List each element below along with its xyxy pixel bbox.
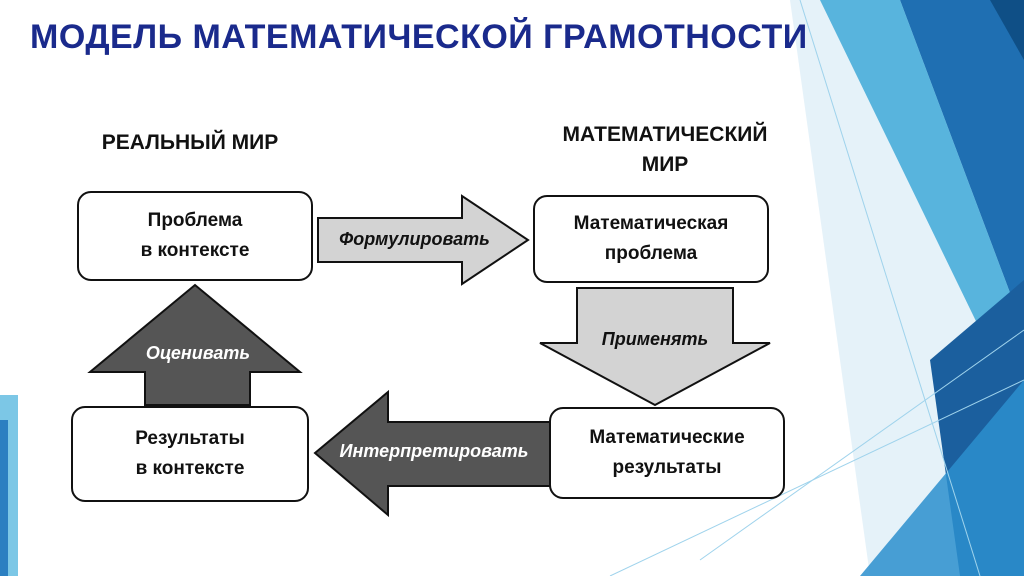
evaluate-arrow <box>87 283 303 406</box>
problem-in-context-box: Проблема в контексте <box>77 191 313 281</box>
math-problem-box: Математическая проблема <box>533 195 769 283</box>
box-line: Проблема <box>147 210 243 231</box>
box-line: Математическая <box>573 213 729 234</box>
box-line: результаты <box>612 457 722 478</box>
real-world-heading: РЕАЛЬНЫЙ МИР <box>101 131 279 154</box>
page-title: МОДЕЛЬ МАТЕМАТИЧЕСКОЙ ГРАМОТНОСТИ <box>30 18 808 56</box>
formulate-label: Формулировать <box>339 229 490 249</box>
interpret-arrow <box>313 389 551 518</box>
box-line: в контексте <box>140 240 250 261</box>
math-world-heading: МАТЕМАТИЧЕСКИЙ МИР <box>520 120 810 180</box>
box-line: проблема <box>604 243 698 264</box>
box-line: Математические <box>589 427 745 448</box>
math-world-heading-line1: МАТЕМАТИЧЕСКИЙ <box>562 123 768 146</box>
results-in-context-box: Результаты в контексте <box>71 406 309 502</box>
math-results-box: Математические результаты <box>549 407 785 499</box>
interpret-label: Интерпретировать <box>339 441 529 461</box>
box-line: Результаты <box>135 428 245 449</box>
box-line: в контексте <box>135 458 245 479</box>
formulate-arrow <box>317 194 530 286</box>
math-world-heading-line2: МИР <box>641 153 689 176</box>
apply-arrow <box>539 287 771 407</box>
evaluate-label: Оценивать <box>145 343 251 363</box>
apply-label: Применять <box>601 329 709 349</box>
